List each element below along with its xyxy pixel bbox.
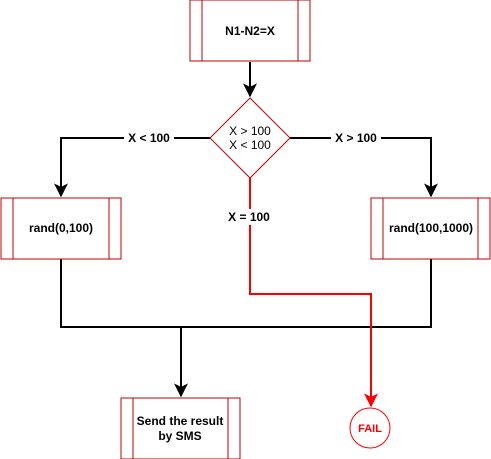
left-process-label: rand(0,100) [29,221,93,235]
edge-label-left-bg [124,130,174,146]
edge-decision-to-fail [249,178,378,408]
edge-left-to-merge [60,259,181,328]
start-node: N1-N2=X [189,0,311,62]
fail-node: FAIL [349,407,391,449]
right-process-label: rand(100,1000) [389,221,473,235]
send-sms-line-1: Send the result [137,414,224,428]
left-process-node: rand(0,100) [0,197,122,260]
edge-decision-to-right [290,137,438,198]
decision-line-1: X > 100 [229,124,271,138]
edge-right-to-merge [181,259,432,328]
send-sms-line-2: by SMS [158,429,201,443]
edge-label-right: X > 100 [335,131,377,145]
edge-decision-to-left [54,137,210,198]
decision-node: X > 100 X < 100 [209,97,291,179]
edge-label-right-bg [331,130,381,146]
decision-line-2: X < 100 [229,138,271,152]
edge-label-equal-bg [224,209,276,225]
fail-label: FAIL [358,423,382,435]
edge-label-equal: X = 100 [228,210,270,224]
edge-label-left: X < 100 [128,131,170,145]
start-node-label: N1-N2=X [225,24,275,38]
right-process-node: rand(100,1000) [370,197,491,260]
send-sms-node: Send the result by SMS [120,397,241,459]
